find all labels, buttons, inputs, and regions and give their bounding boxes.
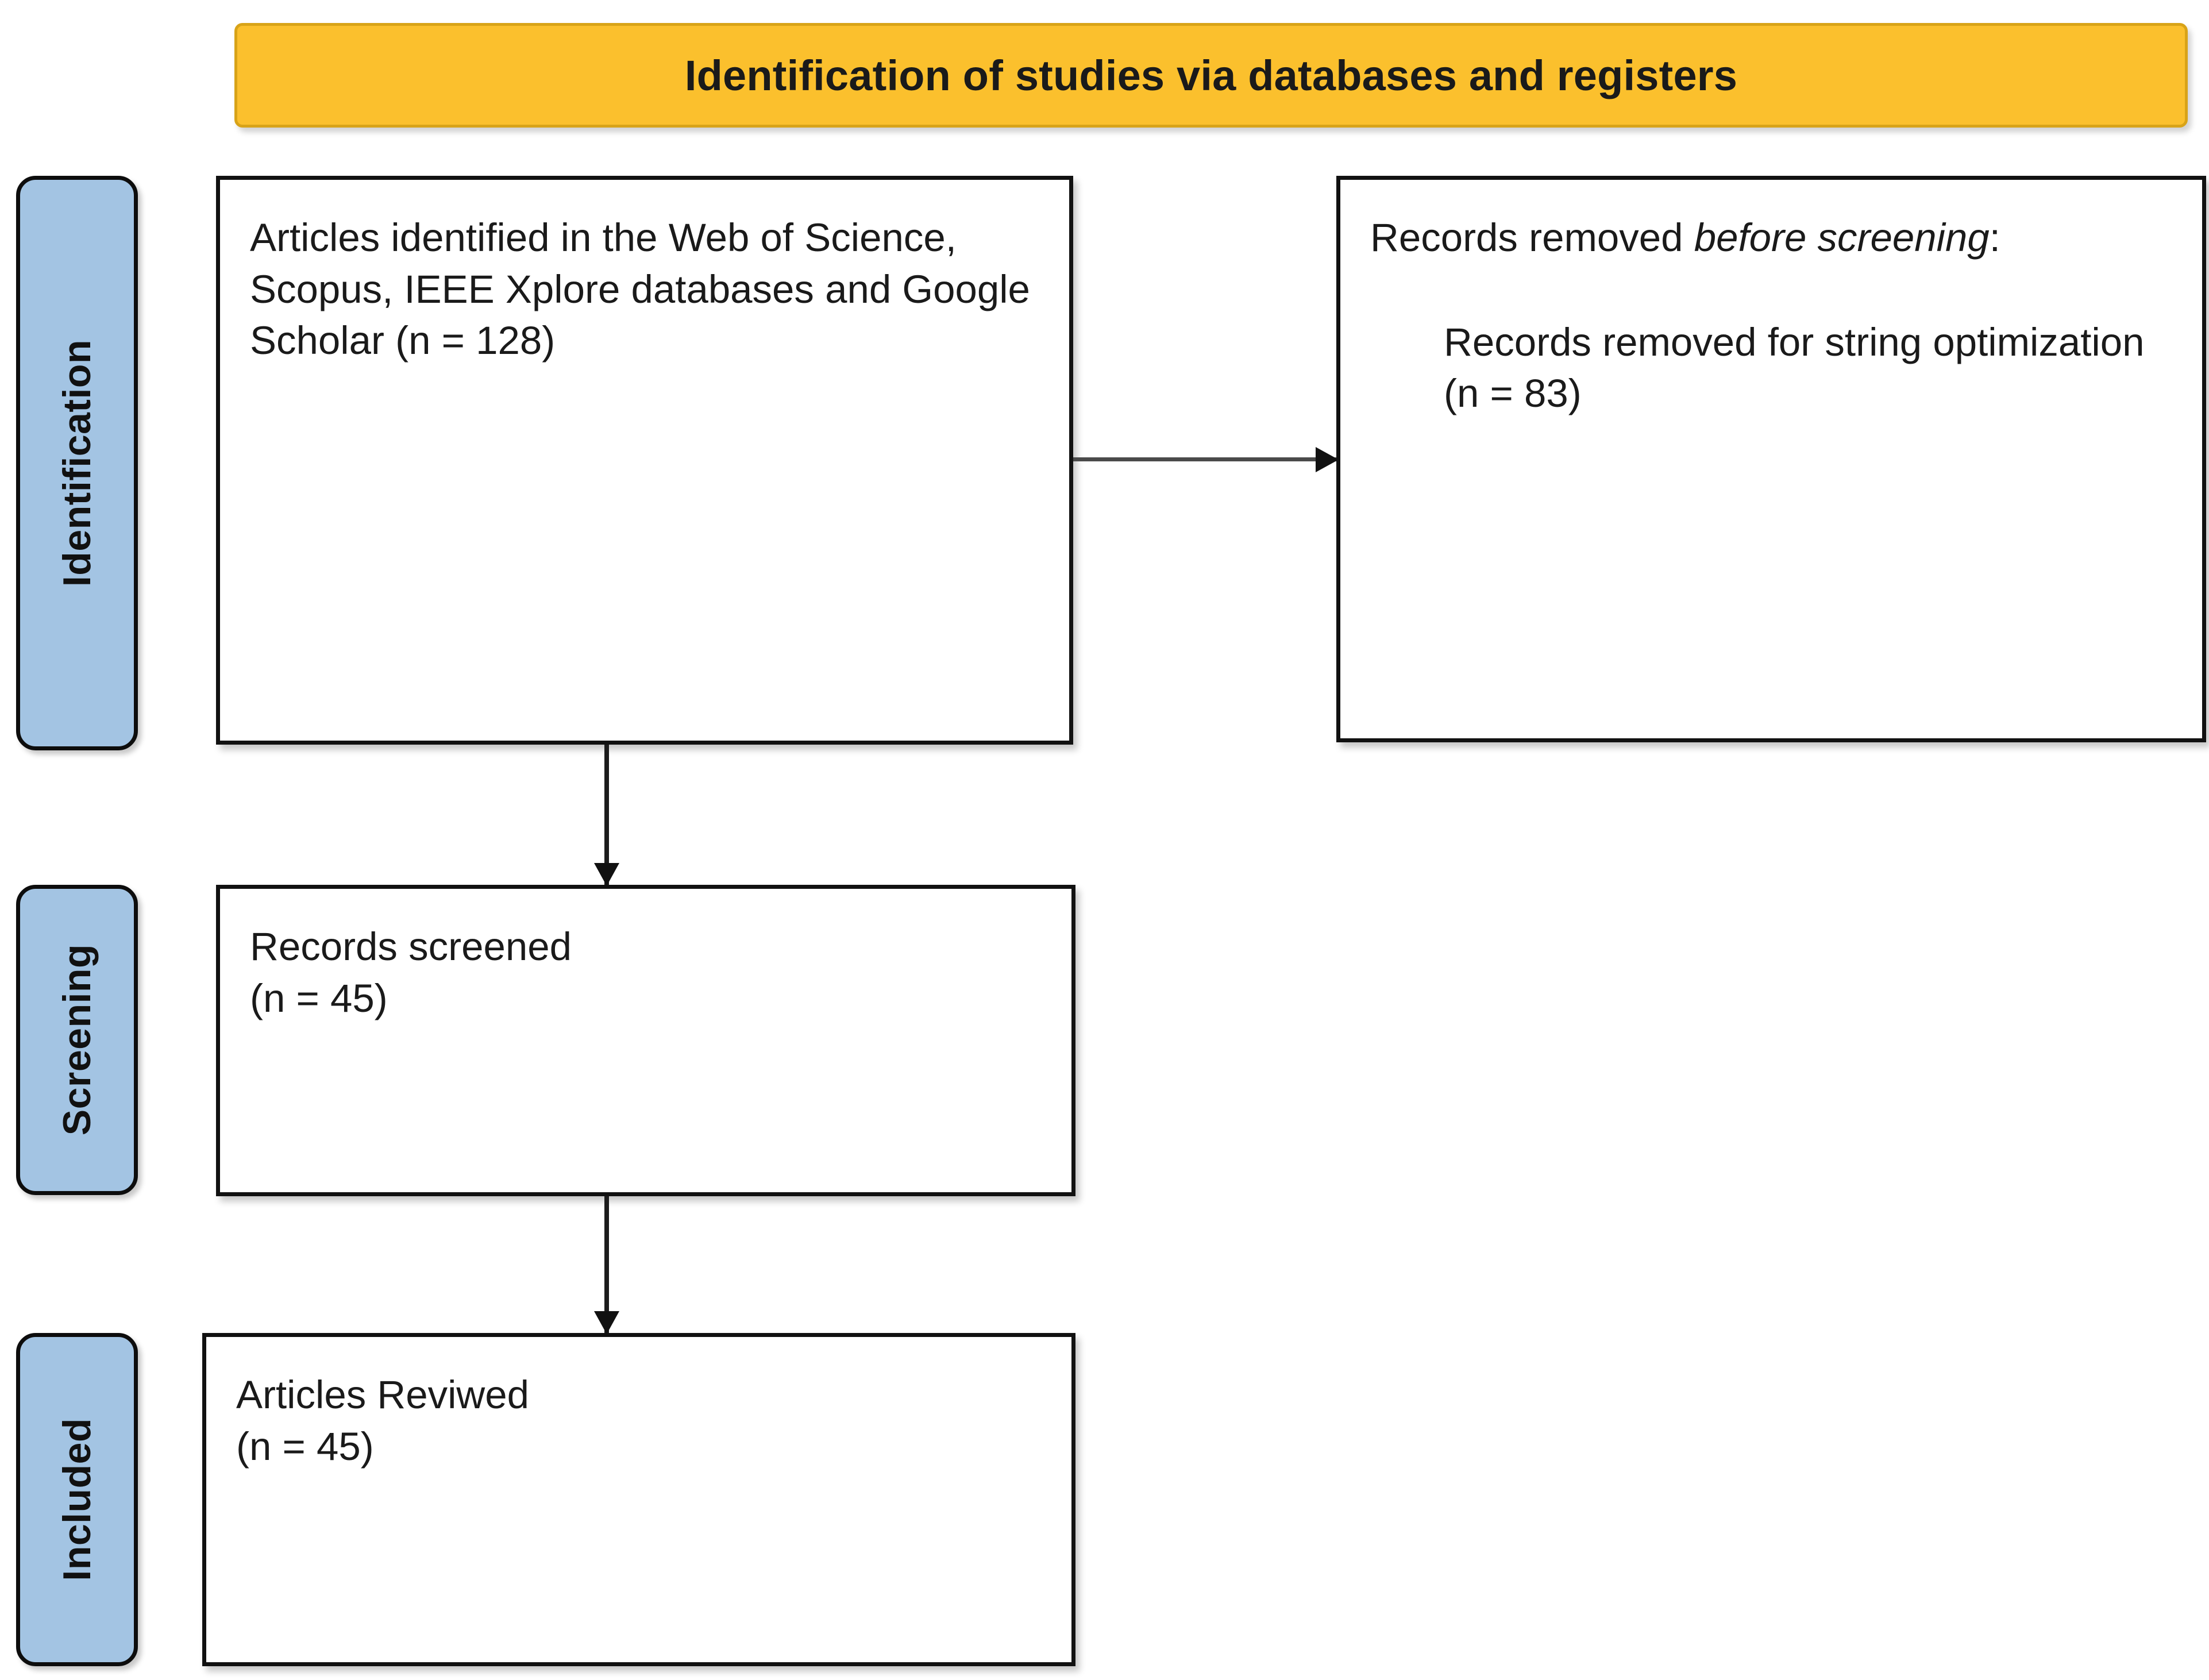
- box-records-screened: Records screened (n = 45): [216, 885, 1075, 1196]
- box-records-removed-heading-lead: Records removed: [1370, 215, 1694, 260]
- stage-label-screening-text: Screening: [55, 944, 99, 1136]
- stage-label-identification-text: Identification: [55, 339, 99, 587]
- diagram-title: Identification of studies via databases …: [684, 51, 1738, 99]
- arrow-down-icon-identified-to-screened: [604, 745, 609, 885]
- box-records-removed-heading-tail: :: [1989, 215, 2000, 260]
- arrow-down-icon-screened-to-reviewed: [604, 1196, 609, 1333]
- stage-label-included: Included: [16, 1333, 138, 1666]
- arrow-right-icon-identified-to-removed: [1073, 457, 1336, 461]
- box-records-screened-title: Records screened: [250, 924, 572, 969]
- stage-label-identification: Identification: [16, 176, 138, 750]
- box-articles-reviewed: Articles Reviwed (n = 45): [202, 1333, 1075, 1666]
- box-articles-reviewed-count: (n = 45): [236, 1424, 374, 1469]
- diagram-header-banner: Identification of studies via databases …: [234, 23, 2188, 128]
- box-articles-identified-text: Articles identified in the Web of Scienc…: [250, 215, 1030, 363]
- stage-label-screening: Screening: [16, 885, 138, 1195]
- stage-label-included-text: Included: [55, 1418, 99, 1581]
- box-records-removed-detail: Records removed for string optimization …: [1444, 319, 2145, 416]
- box-records-removed-heading-italic: before screening: [1694, 215, 1990, 260]
- box-records-removed-heading: Records removed before screening:: [1370, 212, 2172, 264]
- box-articles-identified: Articles identified in the Web of Scienc…: [216, 176, 1073, 745]
- box-records-removed: Records removed before screening: Record…: [1336, 176, 2206, 742]
- box-articles-reviewed-title: Articles Reviwed: [236, 1373, 529, 1417]
- box-records-screened-count: (n = 45): [250, 976, 388, 1020]
